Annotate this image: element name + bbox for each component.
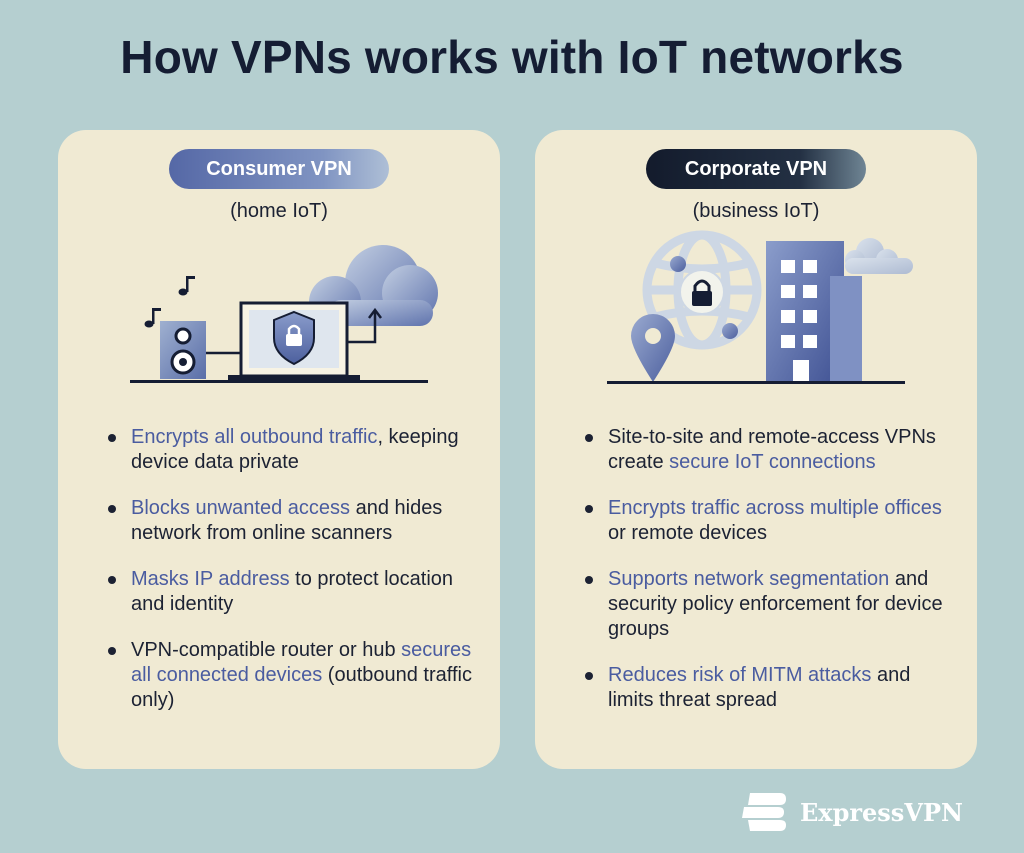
expressvpn-logo: ExpressVPN (740, 790, 963, 834)
list-item: Masks IP address to protect location and… (104, 567, 484, 617)
expressvpn-logo-icon (742, 793, 786, 831)
corporate-subtitle: (business IoT) (692, 200, 820, 222)
consumer-bullet-list: Encrypts all outbound traffic, keeping d… (104, 425, 484, 734)
corporate-vpn-pill: Corporate VPN (646, 149, 866, 189)
list-item: VPN-compatible router or hub secures all… (104, 638, 484, 713)
list-item: Supports network segmentation and securi… (581, 567, 961, 642)
shield-lock-icon (273, 310, 315, 366)
music-note-icon (144, 276, 195, 328)
consumer-vpn-pill: Consumer VPN (169, 149, 389, 189)
office-building-icon (766, 241, 862, 383)
lock-icon (679, 269, 725, 315)
consumer-vpn-card: Consumer VPN (home IoT) (58, 130, 500, 769)
location-pin-icon (631, 314, 675, 382)
page-title: How VPNs works with IoT networks (120, 31, 904, 83)
corporate-bullet-list: Site-to-site and remote-access VPNs crea… (581, 425, 961, 734)
corporate-vpn-card: Corporate VPN (business IoT) (535, 130, 977, 769)
corporate-illustration (607, 230, 913, 384)
speaker-icon (160, 321, 206, 379)
list-item: Reduces risk of MITM attacks and limits … (581, 663, 961, 713)
cloud-icon (845, 238, 913, 274)
brand-name: ExpressVPN (800, 797, 963, 827)
list-item: Encrypts all outbound traffic, keeping d… (104, 425, 484, 475)
list-item: Site-to-site and remote-access VPNs crea… (581, 425, 961, 475)
list-item: Encrypts traffic across multiple offices… (581, 496, 961, 546)
consumer-subtitle: (home IoT) (230, 200, 328, 222)
list-item: Blocks unwanted access and hides network… (104, 496, 484, 546)
consumer-illustration (130, 245, 438, 383)
